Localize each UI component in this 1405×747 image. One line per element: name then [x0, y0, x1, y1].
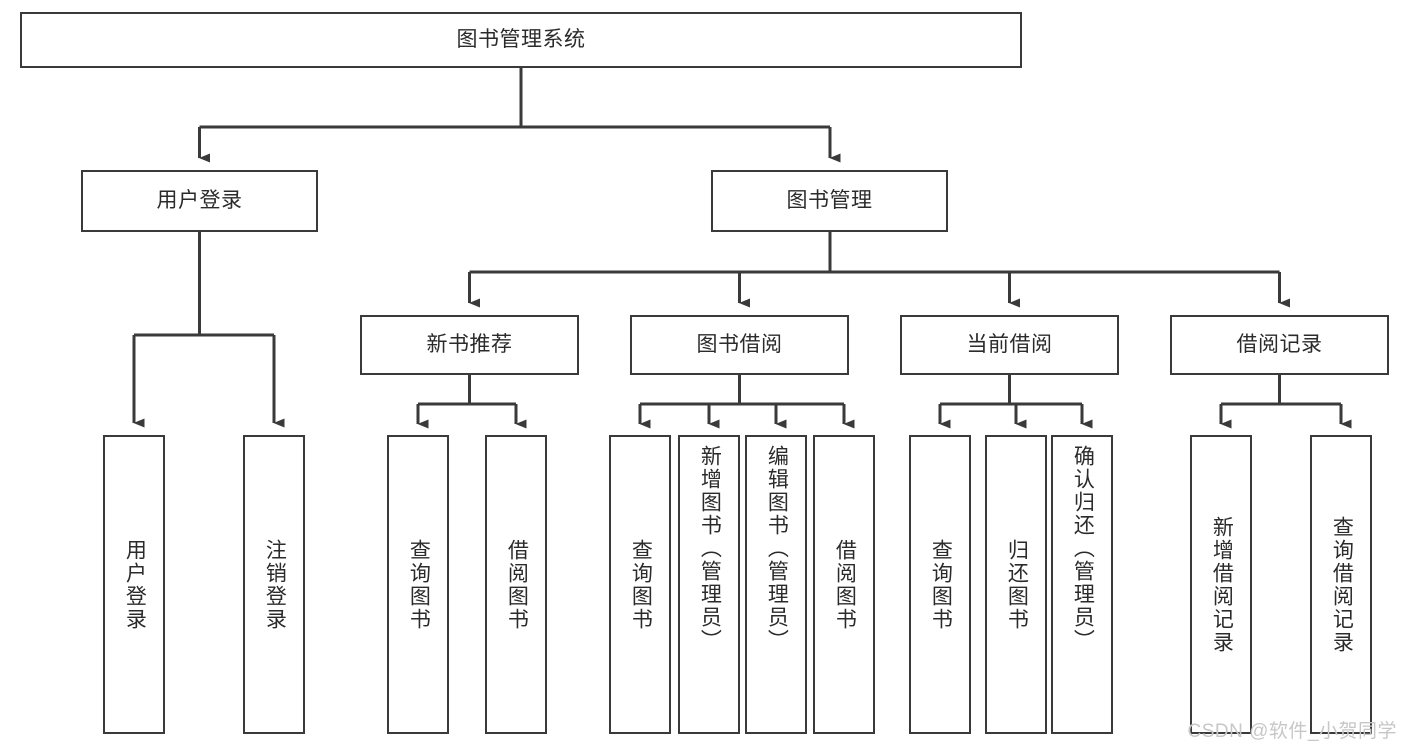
node-root-system[interactable]: 图书管理系统	[20, 12, 1022, 68]
node-book-borrow[interactable]: 图书借阅	[630, 315, 849, 375]
node-book-manage[interactable]: 图书管理	[711, 170, 948, 232]
node-leaf-borrow-book-recommend[interactable]: 借阅图书	[485, 435, 547, 734]
node-leaf-edit-book-admin[interactable]: 编辑图书（管理员）	[745, 435, 807, 734]
node-leaf-borrow-book[interactable]: 借阅图书	[813, 435, 875, 734]
node-leaf-return-book-label: 归还图书	[1005, 538, 1029, 631]
node-leaf-query-book-recommend[interactable]: 查询图书	[387, 435, 449, 734]
node-leaf-add-book-admin[interactable]: 新增图书（管理员）	[678, 435, 740, 734]
node-leaf-edit-book-admin-label: 编辑图书（管理员）	[765, 445, 789, 652]
node-leaf-user-login-label: 用户登录	[123, 538, 147, 631]
node-leaf-borrow-book-recommend-label: 借阅图书	[505, 538, 529, 631]
node-current-borrow-label: 当前借阅	[966, 333, 1053, 357]
node-leaf-user-logout-label: 注销登录	[263, 538, 287, 631]
node-leaf-add-borrow-record[interactable]: 新增借阅记录	[1190, 435, 1252, 734]
node-leaf-query-book-borrow[interactable]: 查询图书	[609, 435, 671, 734]
watermark-text: CSDN @软件_小贺同学	[1187, 721, 1397, 742]
node-leaf-user-logout[interactable]: 注销登录	[243, 435, 305, 734]
node-new-book-rec[interactable]: 新书推荐	[360, 315, 579, 375]
node-leaf-return-book[interactable]: 归还图书	[985, 435, 1047, 734]
node-leaf-query-book-recommend-label: 查询图书	[407, 538, 431, 631]
node-leaf-confirm-return-admin-label: 确认归还（管理员）	[1071, 445, 1095, 652]
node-book-manage-label: 图书管理	[786, 189, 873, 213]
node-leaf-confirm-return-admin[interactable]: 确认归还（管理员）	[1051, 435, 1113, 734]
node-new-book-rec-label: 新书推荐	[426, 333, 513, 357]
node-root-label: 图书管理系统	[456, 28, 586, 52]
node-book-borrow-label: 图书借阅	[696, 333, 783, 357]
node-leaf-query-borrow-record[interactable]: 查询借阅记录	[1310, 435, 1372, 734]
node-leaf-add-book-admin-label: 新增图书（管理员）	[698, 445, 722, 652]
node-current-borrow[interactable]: 当前借阅	[900, 315, 1119, 375]
node-user-login-label: 用户登录	[156, 189, 243, 213]
node-borrow-record[interactable]: 借阅记录	[1170, 315, 1389, 375]
node-leaf-query-book-current-label: 查询图书	[929, 538, 953, 631]
node-leaf-query-book-current[interactable]: 查询图书	[909, 435, 971, 734]
node-borrow-record-label: 借阅记录	[1236, 333, 1323, 357]
node-user-login[interactable]: 用户登录	[81, 170, 318, 232]
node-leaf-query-borrow-record-label: 查询借阅记录	[1330, 515, 1354, 654]
node-leaf-borrow-book-label: 借阅图书	[833, 538, 857, 631]
node-leaf-add-borrow-record-label: 新增借阅记录	[1210, 515, 1234, 654]
node-leaf-user-login[interactable]: 用户登录	[103, 435, 165, 734]
node-leaf-query-book-borrow-label: 查询图书	[629, 538, 653, 631]
